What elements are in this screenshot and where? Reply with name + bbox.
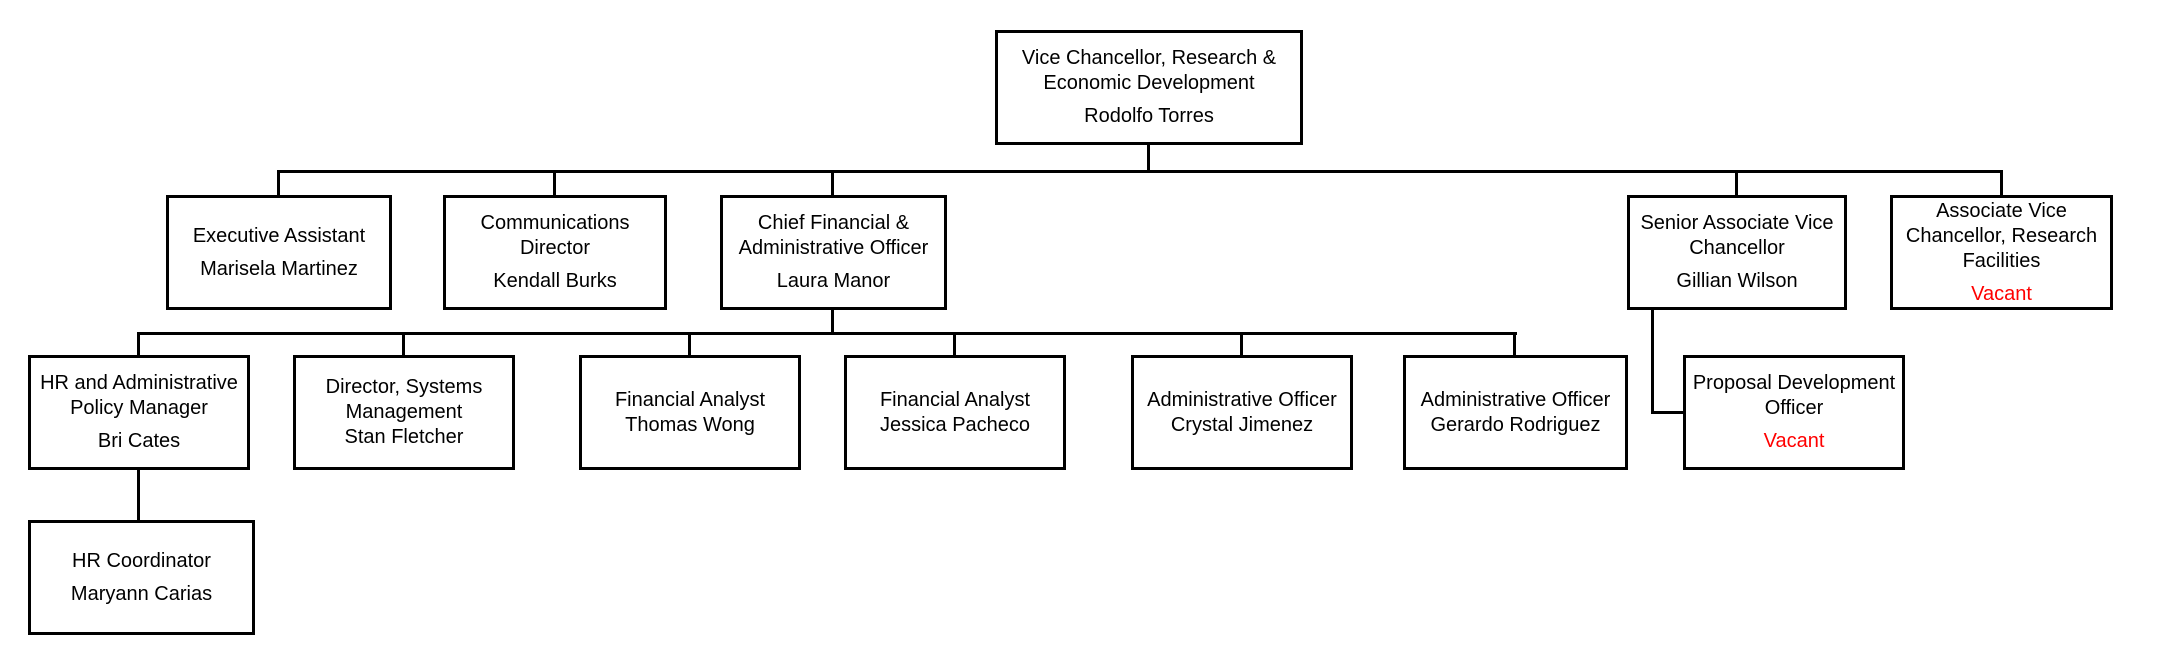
node-name: Gerardo Rodriguez (1430, 413, 1601, 436)
node-title: HR Coordinator (72, 549, 211, 572)
node-title: Vice Chancellor, Research & Economic Dev… (1021, 47, 1277, 94)
org-node-administrative-officer-jimenez: Administrative Officer Crystal Jimenez (1131, 355, 1353, 470)
org-node-hr-coordinator: HR Coordinator Maryann Carias (28, 520, 255, 635)
node-name-vacant: Vacant (1971, 282, 2032, 305)
org-node-chief-financial-administrative-officer: Chief Financial & Administrative Officer… (720, 195, 947, 310)
node-name: Kendall Burks (493, 270, 617, 292)
node-name: Jessica Pacheco (879, 413, 1031, 436)
org-node-administrative-officer-rodriguez: Administrative Officer Gerardo Rodriguez (1403, 355, 1628, 470)
org-node-financial-analyst-wong: Financial Analyst Thomas Wong (579, 355, 801, 470)
node-name: Rodolfo Torres (1084, 105, 1214, 127)
node-title: Executive Assistant (192, 224, 366, 247)
connector-stub-cfo (831, 170, 834, 195)
node-title: Associate Vice Chancellor, Research Faci… (1905, 199, 2098, 272)
connector-stub-fa1 (688, 332, 691, 355)
connector-stub-dsm (402, 332, 405, 355)
connector-row2-bus (277, 170, 2003, 173)
node-title: Administrative Officer (1420, 388, 1611, 411)
org-node-financial-analyst-pacheco: Financial Analyst Jessica Pacheco (844, 355, 1066, 470)
org-node-senior-associate-vice-chancellor: Senior Associate Vice Chancellor Gillian… (1627, 195, 1847, 310)
connector-stub-savc (1735, 170, 1738, 195)
node-title: Senior Associate Vice Chancellor (1640, 212, 1834, 259)
node-title: Administrative Officer (1147, 388, 1337, 411)
connector-stub-comm (553, 170, 556, 195)
connector-cfo-drop (831, 310, 834, 335)
connector-stub-ao1 (1240, 332, 1243, 355)
connector-stub-ao2 (1513, 332, 1516, 355)
node-title: Financial Analyst (614, 388, 766, 411)
connector-stub-ea (277, 170, 280, 195)
node-name: Stan Fletcher (344, 426, 464, 448)
node-name: Maryann Carias (70, 582, 213, 605)
org-node-hr-administrative-policy-manager: HR and Administrative Policy Manager Bri… (28, 355, 250, 470)
connector-row3-bus (137, 332, 1517, 335)
node-name: Marisela Martinez (200, 257, 358, 280)
node-title: Director, Systems Management (325, 376, 483, 423)
connector-savc-drop (1651, 310, 1654, 414)
node-name: Thomas Wong (625, 413, 755, 436)
connector-stub-fa2 (953, 332, 956, 355)
node-title: Financial Analyst (879, 388, 1031, 411)
node-name-vacant: Vacant (1763, 430, 1825, 452)
connector-vc-drop (1147, 145, 1150, 173)
node-name: Crystal Jimenez (1170, 413, 1314, 436)
node-name: Gillian Wilson (1676, 270, 1798, 292)
org-node-proposal-development-officer: Proposal Development Officer Vacant (1683, 355, 1905, 470)
org-node-director-systems-management: Director, Systems Management Stan Fletch… (293, 355, 515, 470)
connector-savc-to-pdo (1651, 411, 1683, 414)
node-title: Chief Financial & Administrative Officer (738, 212, 929, 259)
connector-hr-to-hrc (137, 470, 140, 520)
org-node-executive-assistant: Executive Assistant Marisela Martinez (166, 195, 392, 310)
node-title: Proposal Development Officer (1692, 372, 1896, 419)
org-node-vice-chancellor: Vice Chancellor, Research & Economic Dev… (995, 30, 1303, 145)
connector-stub-hr (137, 332, 140, 355)
connector-stub-avcrf (2000, 170, 2003, 195)
node-title: HR and Administrative Policy Manager (40, 372, 238, 419)
node-name: Laura Manor (776, 270, 891, 292)
node-name: Bri Cates (97, 430, 181, 452)
org-node-associate-vice-chancellor-research-facilities: Associate Vice Chancellor, Research Faci… (1890, 195, 2113, 310)
node-title: Communications Director (480, 212, 630, 259)
org-node-communications-director: Communications Director Kendall Burks (443, 195, 667, 310)
